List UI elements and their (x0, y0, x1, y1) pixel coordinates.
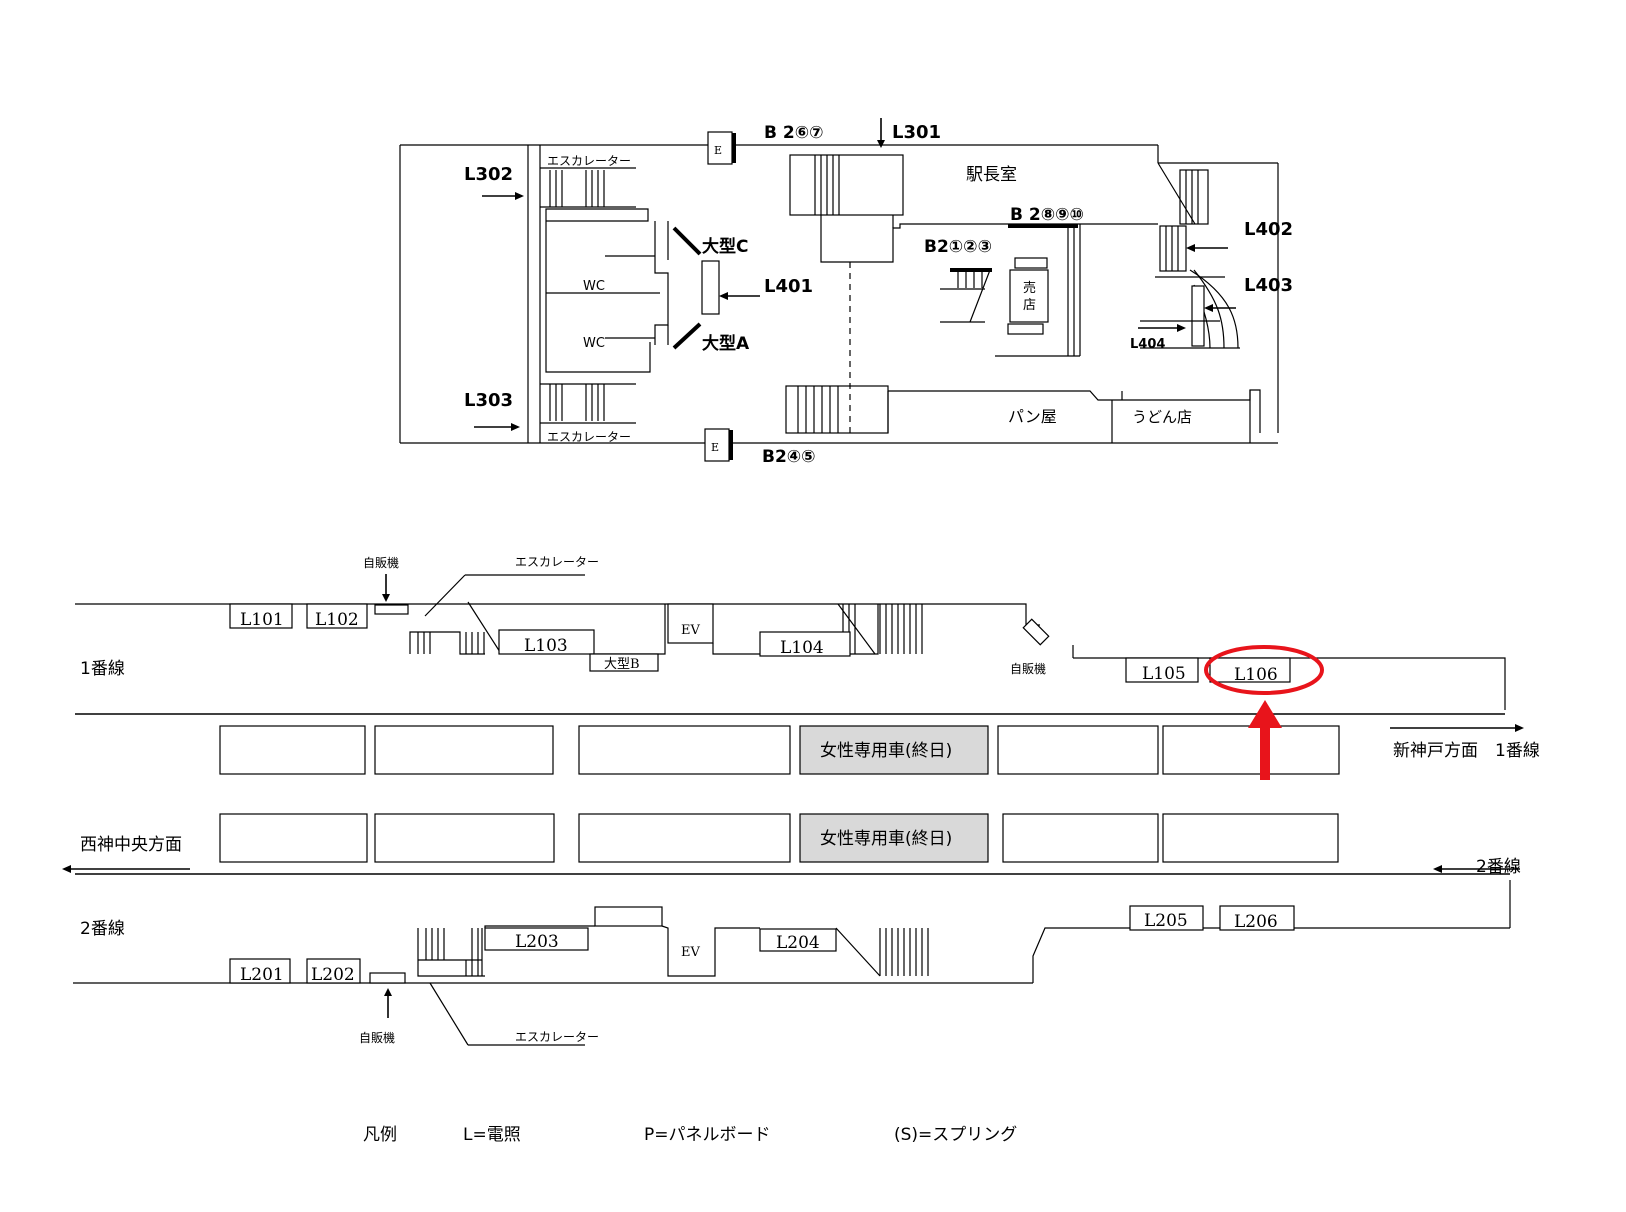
label-b2-8910: B 2⑧⑨⑩ (1010, 205, 1084, 225)
label-l301: L301 (892, 122, 941, 143)
station-master-room: 駅長室 (966, 165, 1017, 185)
concourse-plan: L302 L303 L301 L401 L402 L403 L404 B 2⑥⑦… (399, 118, 1293, 467)
arrow-l403 (1204, 304, 1236, 312)
label-l404: L404 (1130, 337, 1165, 352)
light-L102: L102 (315, 610, 359, 630)
line2-right-label: 2番線 (1476, 857, 1521, 877)
light-L202: L202 (311, 965, 355, 985)
escalator-label-bottom: エスカレーター (547, 430, 631, 444)
ev-label-2: EV (681, 945, 700, 960)
women-car-label-1: 女性専用車(終日) (820, 741, 952, 761)
direction-arrow-shinkobe (1390, 724, 1524, 732)
exit-bottom-label: E (711, 441, 719, 454)
legend-title: 凡例 (363, 1125, 397, 1145)
escalator-label-top: エスカレーター (547, 154, 631, 168)
light-L106: L106 (1234, 665, 1278, 685)
light-L205: L205 (1144, 911, 1188, 931)
women-car-label-2: 女性専用車(終日) (820, 829, 952, 849)
label-l402: L402 (1244, 219, 1293, 240)
arrow-l302 (482, 192, 524, 200)
light-L201: L201 (240, 965, 284, 985)
legend: 凡例 L=電照 P=パネルボード (S)=スプリング (363, 1125, 1017, 1145)
large-b-label: 大型B (604, 657, 640, 672)
label-l401: L401 (764, 276, 813, 297)
legend-l: L=電照 (463, 1125, 521, 1145)
arrow-l404 (1138, 324, 1186, 332)
highlight-circle (1204, 645, 1324, 695)
vending-mid-label: 自販機 (1010, 661, 1046, 676)
large-c-label: 大型C (702, 236, 748, 257)
vending-bottom-label: 自販機 (359, 1030, 395, 1045)
highlight-arrow (1248, 700, 1282, 780)
large-a-label: 大型A (702, 333, 750, 354)
legend-p: P=パネルボード (644, 1125, 771, 1145)
arrow-l402 (1186, 244, 1228, 252)
exit-top-label: E (714, 144, 722, 157)
legend-s: (S)=スプリング (894, 1125, 1017, 1145)
escalator-top-label: エスカレーター (515, 555, 599, 569)
label-b2-45: B2④⑤ (762, 447, 816, 467)
label-b2-678: B 2⑥⑦ (764, 123, 824, 143)
label-b2-123: B2①②③ (924, 237, 992, 257)
direction-arrow-seishin (62, 865, 190, 873)
light-L103: L103 (524, 636, 568, 656)
wc-label-1: WC (583, 279, 605, 294)
label-l303: L303 (464, 390, 513, 411)
escalator-bottom-treads (549, 384, 605, 421)
kiosk-label-2: 店 (1023, 298, 1036, 313)
arrow-l303 (474, 423, 520, 431)
wc-label-2: WC (583, 336, 605, 351)
udon-label: うどん店 (1132, 408, 1192, 426)
light-L206: L206 (1234, 912, 1278, 932)
light-L105: L105 (1142, 664, 1186, 684)
line2-label: 2番線 (80, 919, 125, 939)
escalator-bottom-label: エスカレーター (515, 1030, 599, 1044)
label-l302: L302 (464, 164, 513, 185)
direction-arrow-line2 (1433, 865, 1520, 873)
label-l403: L403 (1244, 275, 1293, 296)
light-L203: L203 (515, 932, 559, 952)
line1-label: 1番線 (80, 659, 125, 679)
escalator-top-treads (549, 170, 605, 207)
platform-plan: 1番線 2番線 新神戸方面 1番線 西神中央方面 2番線 自販機 自販機 自販機… (62, 555, 1540, 1046)
kiosk-label-1: 売 (1023, 280, 1036, 296)
arrow-l401 (719, 292, 760, 300)
light-L101: L101 (240, 610, 284, 630)
bakery-label: パン屋 (1008, 407, 1057, 426)
ev-label-1: EV (681, 623, 700, 638)
vending-top-label: 自販機 (363, 555, 399, 570)
arrow-l301 (877, 118, 885, 148)
light-L104: L104 (780, 638, 824, 658)
to-seishin-label: 西神中央方面 (80, 835, 182, 855)
to-shinkobe-label: 新神戸方面 1番線 (1393, 741, 1540, 761)
light-L204: L204 (776, 933, 820, 953)
